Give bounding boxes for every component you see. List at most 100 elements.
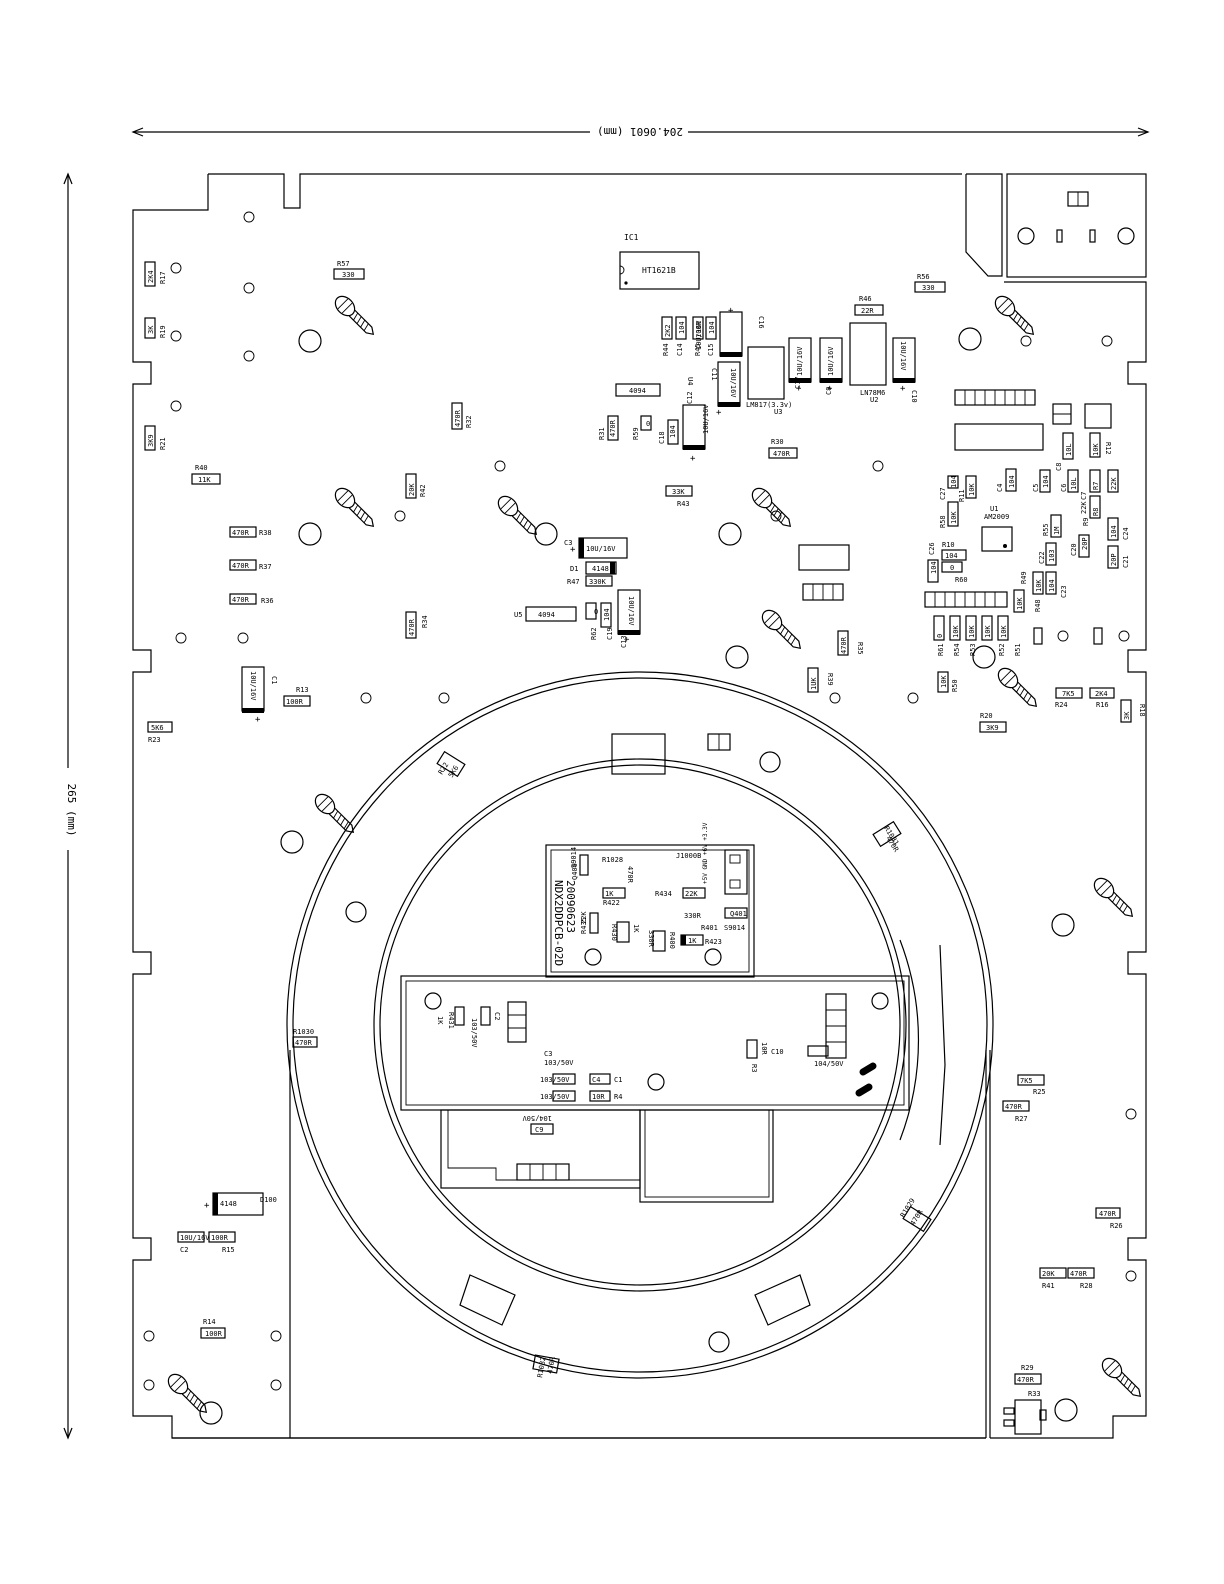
label: R41 — [1042, 1282, 1055, 1290]
label: R40 — [195, 464, 208, 472]
label: R15 — [222, 1246, 235, 1254]
label: 2K4 — [1095, 690, 1108, 698]
label: C10 — [910, 390, 918, 403]
label: R435 — [580, 917, 588, 934]
label: R37 — [259, 563, 272, 571]
ic1-ref: IC1 — [624, 233, 639, 242]
label: 0 — [936, 634, 944, 638]
label: C4 — [996, 484, 1004, 492]
svg-text:+: + — [716, 408, 722, 418]
label: C18 — [658, 431, 666, 444]
label: 470R — [454, 409, 462, 427]
label: 20P — [1110, 553, 1118, 566]
label: 0 — [646, 420, 650, 428]
label: R434 — [655, 890, 672, 898]
label: R46 — [859, 295, 872, 303]
label: C7 — [1080, 492, 1088, 500]
label: 1K — [688, 937, 697, 945]
label: 470R — [609, 419, 617, 437]
pcb-date: 20090623 — [564, 880, 577, 933]
pcb-board-name: NDX2DDPCB-02D — [552, 880, 565, 966]
label: 10R — [592, 1093, 605, 1101]
label: R43 — [677, 500, 690, 508]
width-dimension: 204.0601 (mm) — [131, 125, 1150, 138]
label: R24 — [1055, 701, 1068, 709]
svg-text:+: + — [900, 384, 906, 394]
label: 10K — [968, 625, 976, 638]
label: 10U/16V — [796, 346, 804, 376]
label: 103/50V — [540, 1093, 570, 1101]
svg-text:+: + — [796, 384, 802, 394]
label: 104 — [930, 561, 938, 574]
label: 470R — [1070, 1270, 1088, 1278]
mounting-holes — [143, 211, 1137, 1425]
label: 10U/16V — [827, 346, 835, 376]
label: R422 — [603, 899, 620, 907]
label: 104 — [1042, 475, 1050, 488]
label: 10K — [1000, 625, 1008, 638]
label: 100R — [205, 1330, 223, 1338]
label: 4094 — [538, 611, 555, 619]
screw-icon — [757, 605, 807, 655]
label: R33 — [1028, 1390, 1041, 1398]
label: R20 — [980, 712, 993, 720]
label: 10U/16V — [627, 596, 635, 626]
board-outline — [132, 173, 1147, 1439]
label: 3K — [147, 325, 155, 334]
lens-housing — [286, 671, 994, 1379]
label: 470R — [546, 1356, 557, 1375]
label: 470R — [1017, 1376, 1035, 1384]
screw-icon — [163, 1369, 213, 1419]
label: 104 — [1048, 579, 1056, 592]
label: C6 — [1060, 484, 1068, 492]
label: C9 — [825, 387, 833, 395]
label: R55 — [1042, 523, 1050, 536]
headers — [798, 389, 1112, 1435]
label: R400 — [668, 932, 676, 949]
label: 4148 — [592, 565, 609, 573]
label: R14 — [203, 1318, 216, 1326]
label: 2K4 — [147, 270, 155, 283]
label: 5K6 — [151, 724, 164, 732]
label: 1K — [632, 924, 640, 933]
regulators: LM817(3.3v) U3 LN78M6 U2 U1 AM2009 — [746, 322, 1013, 552]
label: 10K — [984, 625, 992, 638]
ic1-value: HT1621B — [642, 266, 676, 275]
label: 330 — [922, 284, 935, 292]
label: U5 — [514, 611, 522, 619]
label: C24 — [1122, 527, 1130, 540]
label: 1M — [1053, 527, 1061, 535]
label: 470R — [1005, 1103, 1023, 1111]
label: Q400 — [571, 863, 579, 880]
label: C26 — [928, 542, 936, 555]
svg-text:+: + — [570, 545, 576, 555]
label: C17 — [794, 376, 802, 389]
label: R13 — [296, 686, 309, 694]
label: C8 — [1055, 463, 1063, 471]
label: 11K — [198, 476, 211, 484]
label: 3K — [1123, 711, 1131, 720]
svg-text:+: + — [624, 635, 630, 645]
label: 104 — [945, 552, 958, 560]
svg-text:+: + — [728, 306, 734, 316]
label: R47 — [567, 578, 580, 586]
label: R61 — [937, 643, 945, 656]
label: 2K2 — [664, 324, 672, 337]
label: R34 — [421, 615, 429, 628]
label: 10K — [952, 625, 960, 638]
label: R52 — [998, 643, 1006, 656]
label: R27 — [1015, 1115, 1028, 1123]
label: 470R — [232, 562, 250, 570]
label: 22R — [861, 307, 874, 315]
label: D1 — [570, 565, 578, 573]
label: 20K — [1042, 1270, 1055, 1278]
label: 22K — [1080, 501, 1088, 514]
label: 20P — [1081, 537, 1089, 550]
label: R4 — [614, 1093, 622, 1101]
label: R1032 — [536, 1356, 548, 1378]
label: 33K — [672, 488, 685, 496]
screws — [163, 291, 1147, 1419]
label: 4148 — [220, 1200, 237, 1208]
label: 104 — [950, 475, 958, 488]
